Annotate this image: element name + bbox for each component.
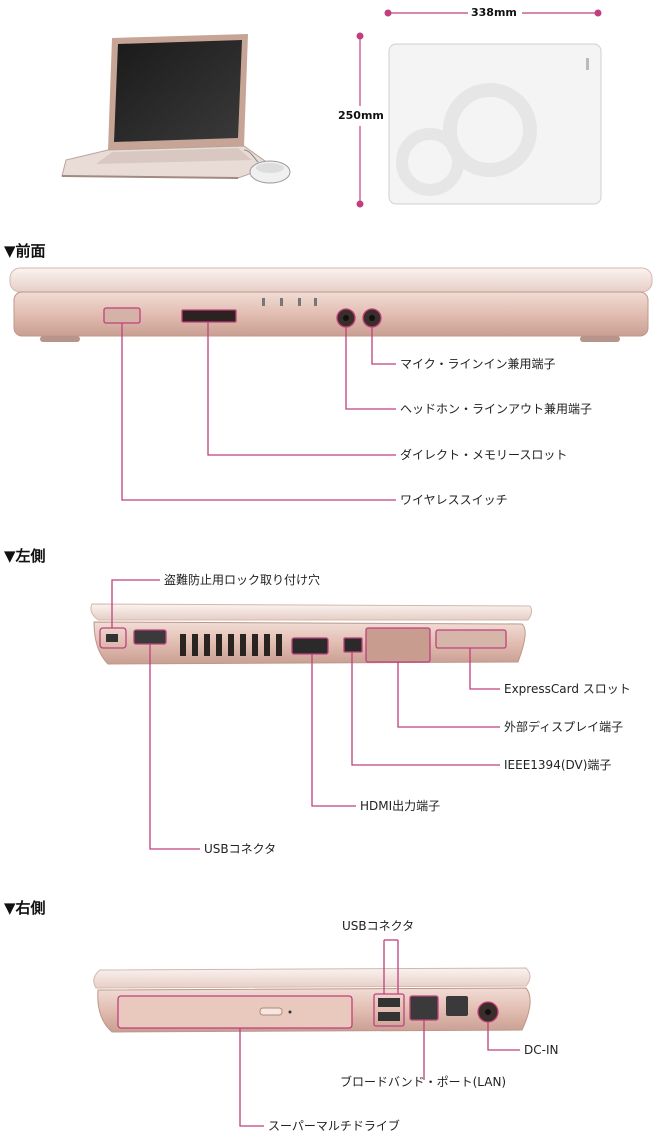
right-label-dcin: DC-IN bbox=[524, 1043, 559, 1057]
dimension-lines bbox=[356, 9, 602, 208]
lid-top-view bbox=[388, 43, 602, 205]
left-label-display: 外部ディスプレイ端子 bbox=[504, 720, 624, 734]
right-label-drive: スーパーマルチドライブ bbox=[268, 1119, 400, 1133]
width-dimension-label: 338mm bbox=[471, 6, 517, 19]
laptop-photo bbox=[61, 34, 291, 184]
left-label-hdmi: HDMI出力端子 bbox=[360, 799, 441, 813]
left-view-photo bbox=[90, 603, 533, 665]
right-view-photo bbox=[93, 967, 531, 1033]
front-label-headphone: ヘッドホン・ラインアウト兼用端子 bbox=[400, 402, 593, 416]
left-leaders bbox=[111, 579, 500, 850]
right-label-usb: USBコネクタ bbox=[342, 919, 415, 933]
left-label-ieee: IEEE1394(DV)端子 bbox=[504, 758, 612, 772]
left-label-expresscard: ExpressCard スロット bbox=[504, 682, 631, 696]
left-label-usb: USBコネクタ bbox=[204, 842, 277, 856]
front-label-card: ダイレクト・メモリースロット bbox=[400, 448, 568, 462]
front-heading: ▼前面 bbox=[4, 242, 46, 260]
front-view-photo bbox=[9, 267, 653, 342]
left-heading: ▼左側 bbox=[4, 547, 46, 565]
right-heading: ▼右側 bbox=[4, 899, 46, 917]
right-label-lan: ブロードバンド・ポート(LAN) bbox=[340, 1075, 507, 1089]
front-leaders bbox=[121, 322, 396, 501]
front-label-wireless: ワイヤレススイッチ bbox=[400, 493, 508, 507]
right-leaders bbox=[239, 939, 520, 1127]
front-label-mic: マイク・ラインイン兼用端子 bbox=[400, 357, 556, 371]
left-label-lock: 盗難防止用ロック取り付け穴 bbox=[164, 573, 321, 587]
depth-dimension-label: 250mm bbox=[338, 109, 384, 122]
